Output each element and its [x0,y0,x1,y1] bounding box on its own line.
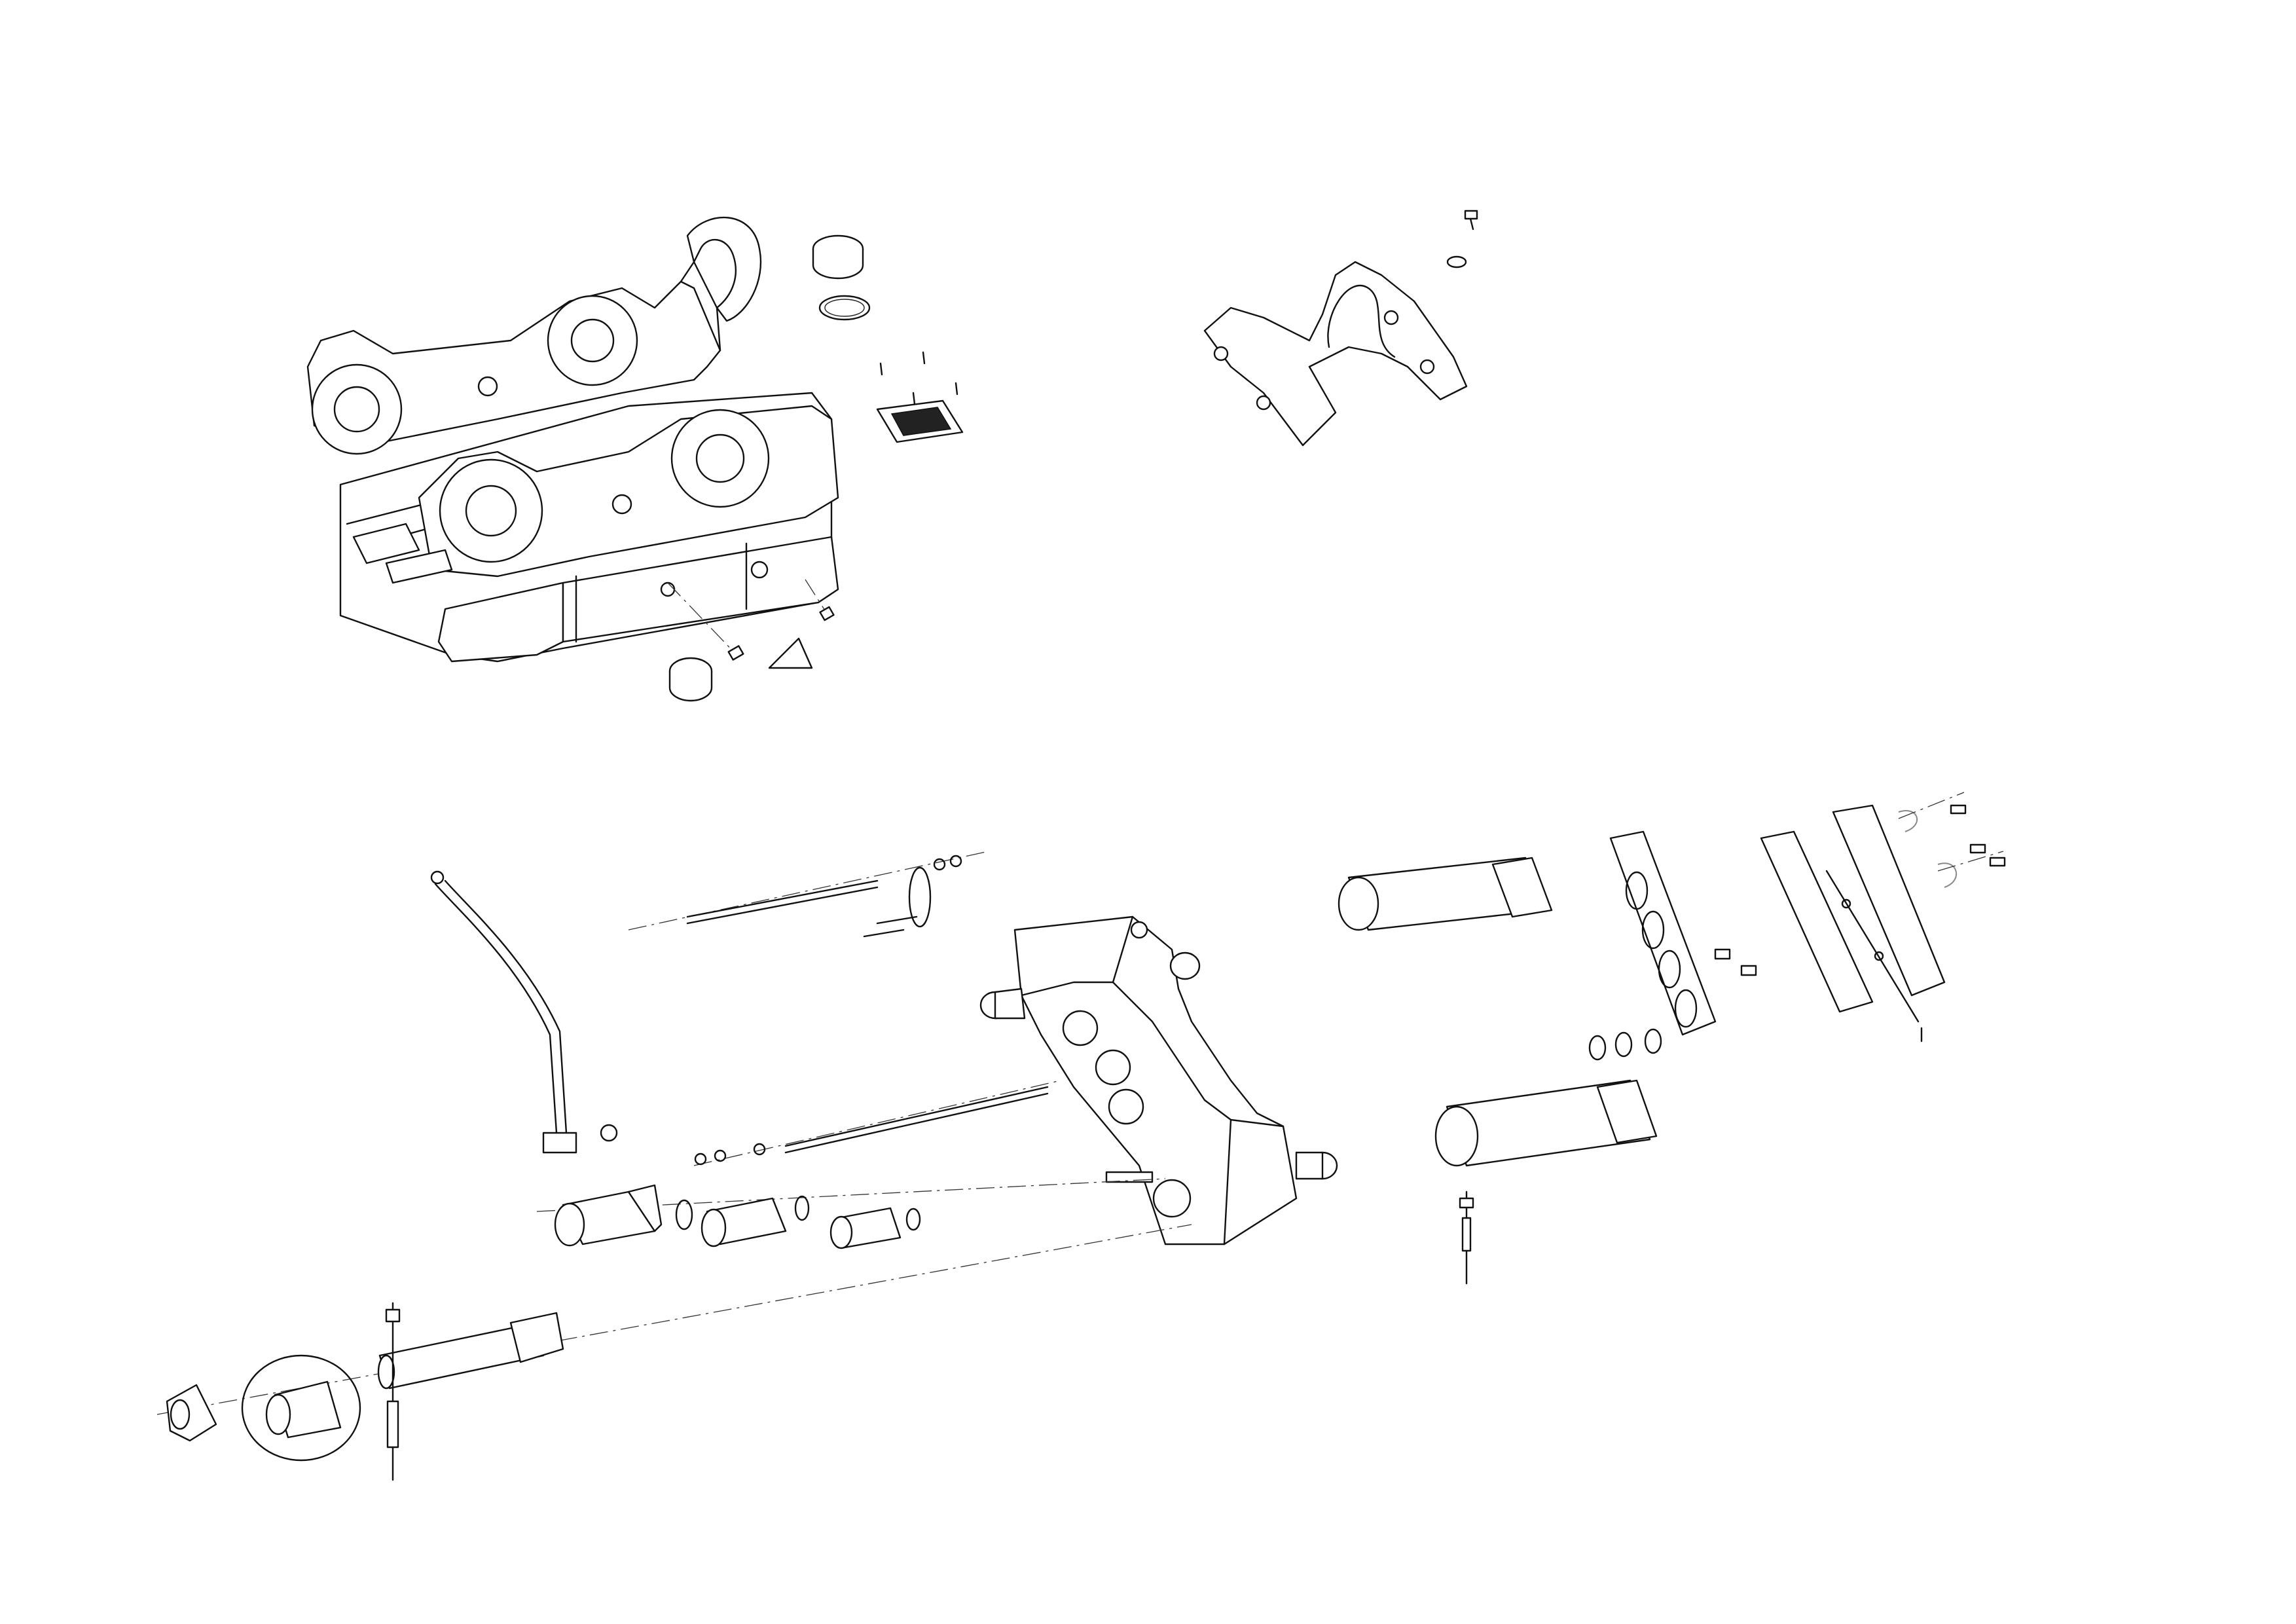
lock-cylinder-shaft [156,1224,1192,1481]
gasket-and-cover [1760,792,2006,1043]
manifold-plate [1588,830,1757,1061]
hydraulic-tube [430,870,577,1154]
quick-coupler-frame [306,216,839,663]
locking-pins [1338,857,1658,1285]
main-valve-block [979,915,1338,1246]
h-frame-guard [1203,210,1478,447]
tie-rod-lower [600,1080,1061,1166]
valve-cartridges [536,1178,1166,1249]
coupler-small-parts [667,234,964,702]
tie-rod-upper [628,851,989,938]
